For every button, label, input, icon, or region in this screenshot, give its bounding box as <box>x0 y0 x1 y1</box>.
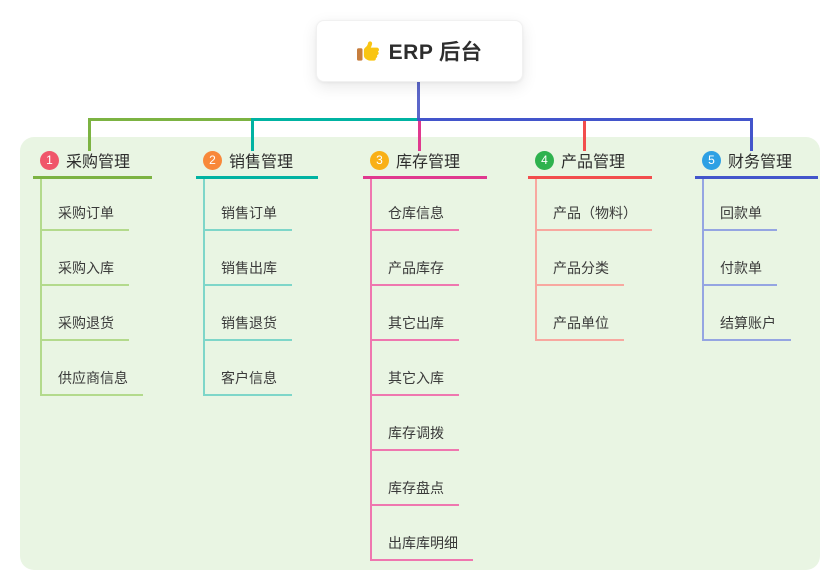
branch-node-3[interactable]: 3 库存管理 <box>370 149 460 171</box>
branch-children-spine-5 <box>702 179 704 341</box>
branch-number-badge: 2 <box>203 150 222 170</box>
child-node[interactable]: 其它入库 <box>370 370 459 396</box>
child-node[interactable]: 仓库信息 <box>370 205 459 231</box>
connector-drop-branch-3 <box>418 121 421 151</box>
child-node[interactable]: 产品库存 <box>370 260 459 286</box>
child-node[interactable]: 采购退货 <box>40 315 129 341</box>
child-node[interactable]: 产品分类 <box>535 260 624 286</box>
branch-title-label: 销售管理 <box>229 154 294 171</box>
thumbs-up-icon <box>356 41 379 61</box>
connector-horizontal-branch-2 <box>251 118 420 121</box>
branch-title-label: 产品管理 <box>561 154 626 171</box>
child-node[interactable]: 产品（物料） <box>535 205 652 231</box>
branch-title-underline-2 <box>196 176 318 179</box>
branch-node-4[interactable]: 4 产品管理 <box>535 149 625 171</box>
child-node[interactable]: 客户信息 <box>203 370 292 396</box>
branch-title-underline-3 <box>363 176 487 179</box>
branch-children-spine-2 <box>203 179 205 396</box>
child-node[interactable]: 采购订单 <box>40 205 129 231</box>
connector-drop-branch-5 <box>750 121 753 151</box>
branch-number-badge: 5 <box>702 150 721 170</box>
child-node[interactable]: 采购入库 <box>40 260 129 286</box>
child-node[interactable]: 库存盘点 <box>370 480 459 506</box>
child-node[interactable]: 销售订单 <box>203 205 292 231</box>
child-node[interactable]: 销售出库 <box>203 260 292 286</box>
branch-node-1[interactable]: 1 采购管理 <box>40 149 130 171</box>
connector-horizontal-branch-1 <box>88 118 251 121</box>
child-node[interactable]: 其它出库 <box>370 315 459 341</box>
branch-title-label: 库存管理 <box>396 154 461 171</box>
connector-horizontal-branch-5 <box>417 118 753 121</box>
connector-root-vertical <box>417 82 420 118</box>
branch-title-underline-1 <box>33 176 152 179</box>
branch-title-underline-4 <box>528 176 652 179</box>
child-node[interactable]: 出库库明细 <box>370 535 473 561</box>
branch-number-badge: 4 <box>535 150 554 170</box>
branch-children-spine-4 <box>535 179 537 341</box>
branch-title-label: 采购管理 <box>66 154 131 171</box>
child-node[interactable]: 库存调拨 <box>370 425 459 451</box>
branch-number-badge: 3 <box>370 150 389 170</box>
connector-drop-branch-2 <box>251 121 254 151</box>
branch-node-5[interactable]: 5 财务管理 <box>702 149 792 171</box>
mindmap-panel <box>20 137 820 570</box>
root-topic-node[interactable]: ERP 后台 <box>316 20 523 82</box>
child-node[interactable]: 供应商信息 <box>40 370 143 396</box>
branch-title-underline-5 <box>695 176 818 179</box>
branch-children-spine-3 <box>370 179 372 561</box>
branch-children-spine-1 <box>40 179 42 396</box>
connector-drop-branch-4 <box>583 121 586 151</box>
branch-node-2[interactable]: 2 销售管理 <box>203 149 293 171</box>
child-node[interactable]: 结算账户 <box>702 315 791 341</box>
branch-title-label: 财务管理 <box>728 154 793 171</box>
child-node[interactable]: 销售退货 <box>203 315 292 341</box>
root-topic-label: ERP 后台 <box>388 41 483 64</box>
branch-number-badge: 1 <box>40 150 59 170</box>
child-node[interactable]: 回款单 <box>702 205 777 231</box>
child-node[interactable]: 付款单 <box>702 260 777 286</box>
child-node[interactable]: 产品单位 <box>535 315 624 341</box>
connector-drop-branch-1 <box>88 121 91 151</box>
